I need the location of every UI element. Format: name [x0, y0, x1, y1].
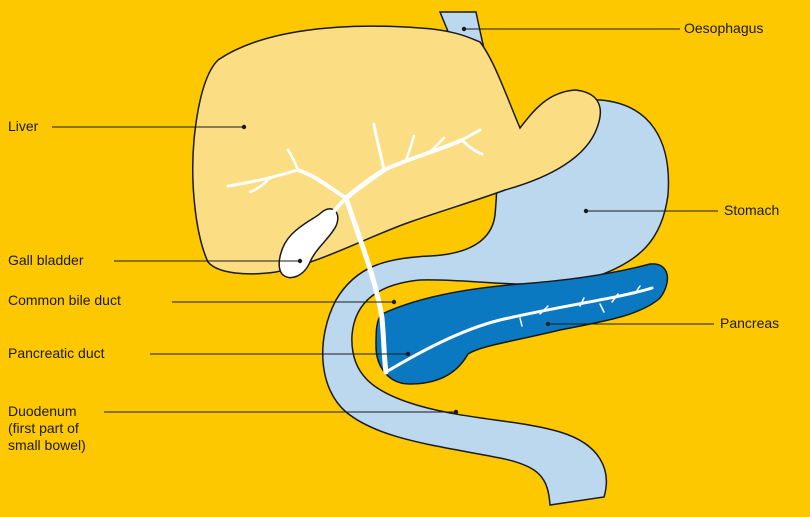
leader-dot-common-bile-duct [392, 300, 396, 304]
leader-dot-oesophagus [462, 27, 466, 31]
label-pancreatic-duct: Pancreatic duct [8, 345, 105, 362]
label-duodenum: Duodenum (first part of small bowel) [8, 403, 86, 454]
leader-dot-pancreas [546, 322, 550, 326]
leader-dot-liver [242, 125, 246, 129]
label-liver: Liver [8, 118, 38, 135]
label-oesophagus: Oesophagus [684, 20, 763, 37]
leader-dot-pancreatic-duct [406, 352, 410, 356]
label-stomach: Stomach [724, 202, 779, 219]
leader-dot-stomach [584, 209, 588, 213]
label-pancreas: Pancreas [720, 315, 779, 332]
leader-dot-gall-bladder [298, 259, 302, 263]
label-common-bile-duct: Common bile duct [8, 292, 121, 309]
leader-dot-duodenum [454, 410, 458, 414]
label-gall-bladder: Gall bladder [8, 252, 84, 269]
